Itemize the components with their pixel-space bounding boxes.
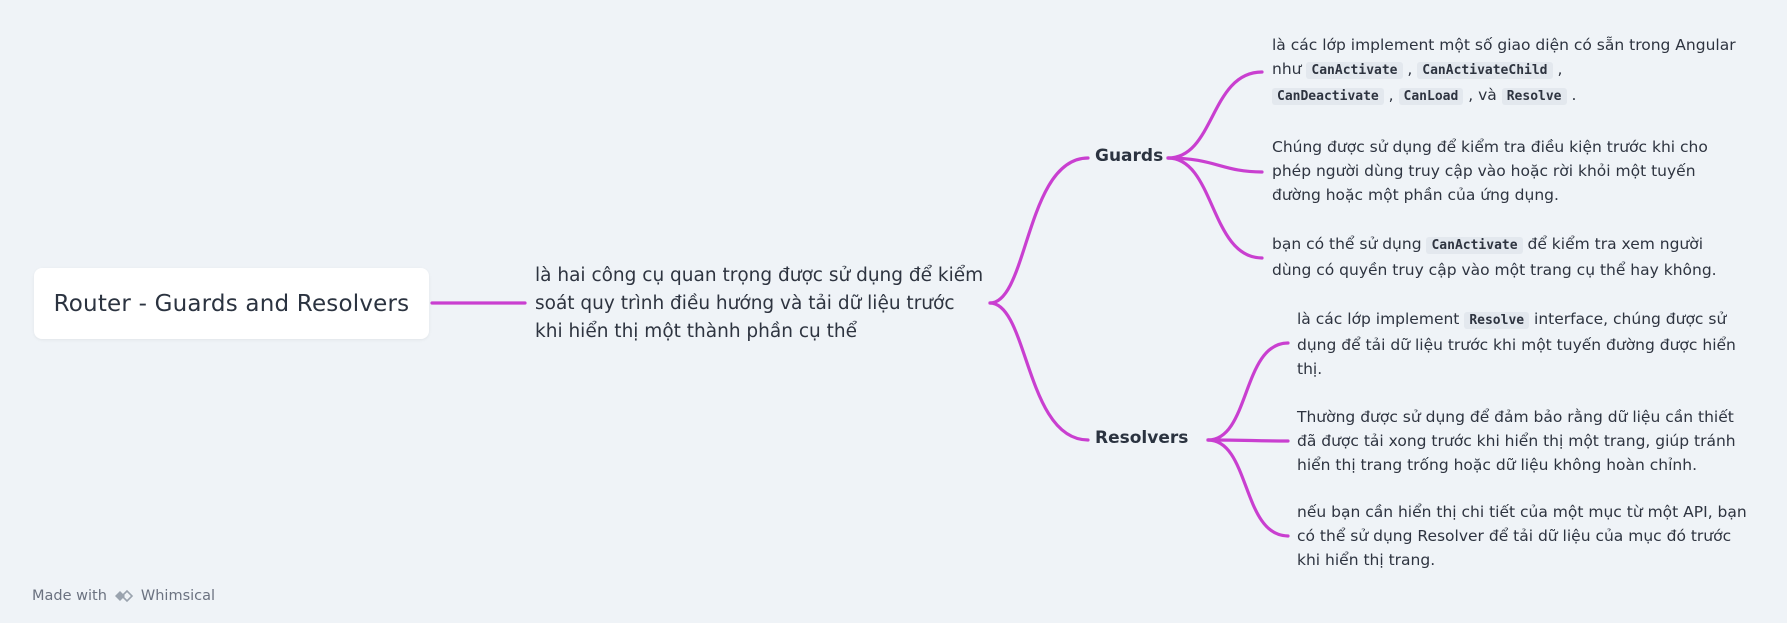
separator: , [1402, 60, 1418, 78]
code-canload: CanLoad [1398, 88, 1464, 105]
code-canactivate: CanActivate [1426, 237, 1523, 254]
separator: , và [1463, 86, 1502, 104]
connector-guards-to-leaf2 [1166, 156, 1264, 174]
code-resolve: Resolve [1464, 312, 1530, 329]
separator: , [1383, 86, 1399, 104]
root-node[interactable]: Router - Guards and Resolvers [34, 268, 429, 339]
separator: . [1566, 86, 1577, 104]
guards-node[interactable]: Guards [1095, 146, 1163, 166]
connector-resolvers-to-leaf2 [1206, 438, 1290, 443]
resolvers-leaf-2-text: Thường được sử dụng để đảm bảo rằng dữ l… [1297, 408, 1736, 474]
made-with-footer[interactable]: Made with Whimsical [32, 588, 215, 604]
connector-description-to-guards [988, 156, 1090, 305]
guards-leaf-3[interactable]: bạn có thể sử dụng CanActivate để kiểm t… [1272, 232, 1732, 282]
guards-leaf-2-text: Chúng được sử dụng để kiểm tra điều kiện… [1272, 138, 1708, 204]
guards-leaf-1-text: là các lớp implement một số giao diện có… [1272, 36, 1736, 78]
connector-guards-to-leaf3 [1166, 156, 1264, 260]
code-resolve: Resolve [1501, 88, 1567, 105]
resolvers-label: Resolvers [1095, 428, 1189, 448]
code-candeactivate: CanDeactivate [1272, 88, 1384, 105]
guards-leaf-3-text-end: để kiểm tra xem người dùng có quyền truy… [1272, 235, 1717, 279]
resolvers-leaf-3-text: nếu bạn cần hiển thị chi tiết của một mụ… [1297, 503, 1747, 569]
guards-leaf-3-text: bạn có thể sử dụng [1272, 235, 1427, 253]
whimsical-logo-icon [113, 588, 135, 604]
resolvers-node[interactable]: Resolvers [1095, 428, 1188, 448]
resolvers-leaf-2[interactable]: Thường được sử dụng để đảm bảo rằng dữ l… [1297, 405, 1757, 477]
made-with-label: Made with [32, 588, 107, 604]
connector-description-to-resolvers [988, 301, 1090, 442]
connector-guards-to-leaf1 [1166, 70, 1264, 160]
guards-label: Guards [1095, 146, 1164, 166]
resolvers-leaf-1-text: là các lớp implement [1297, 310, 1465, 328]
resolvers-leaf-1[interactable]: là các lớp implement Resolve interface, … [1297, 307, 1752, 381]
code-canactivatechild: CanActivateChild [1417, 62, 1553, 79]
guards-leaf-1[interactable]: là các lớp implement một số giao diện có… [1272, 33, 1742, 109]
connector-resolvers-to-leaf3 [1206, 438, 1290, 538]
guards-leaf-2[interactable]: Chúng được sử dụng để kiểm tra điều kiện… [1272, 135, 1717, 207]
resolvers-leaf-3[interactable]: nếu bạn cần hiển thị chi tiết của một mụ… [1297, 500, 1752, 572]
description-node[interactable]: là hai công cụ quan trọng được sử dụng đ… [535, 262, 985, 346]
whimsical-brand: Whimsical [140, 588, 216, 604]
description-text: là hai công cụ quan trọng được sử dụng đ… [535, 265, 984, 342]
root-title: Router - Guards and Resolvers [53, 290, 410, 317]
separator: , [1552, 60, 1563, 78]
resolvers-leaf-1-text-end: interface, chúng được sử dụng để tải dữ … [1297, 310, 1736, 378]
code-canactivate: CanActivate [1306, 62, 1403, 79]
connector-resolvers-to-leaf1 [1206, 341, 1290, 442]
